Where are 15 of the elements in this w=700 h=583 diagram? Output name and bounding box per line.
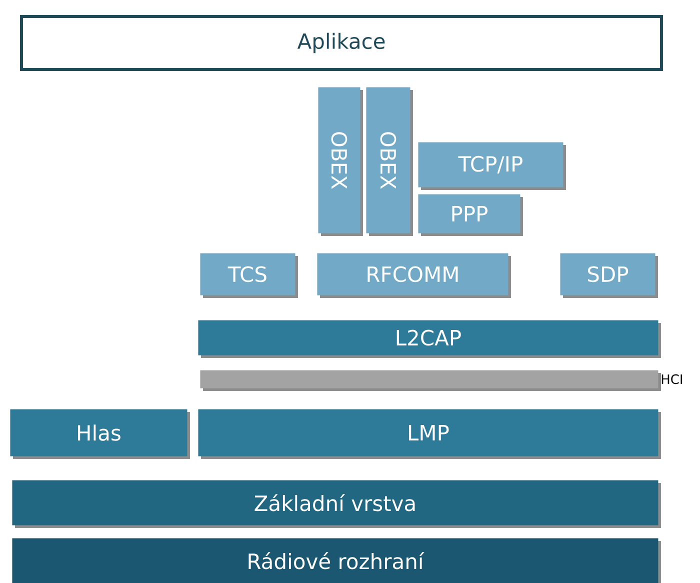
side-label: HCI	[662, 374, 682, 384]
protocol-box: RFCOMM	[317, 253, 511, 298]
protocol-box: PPP	[418, 194, 523, 236]
protocol-box: TCS	[200, 253, 298, 298]
protocol-box: SDP	[560, 253, 658, 298]
layer-bar: Rádiové rozhraní	[12, 538, 661, 583]
protocol-box: TCP/IP	[418, 142, 566, 190]
layer-bar: L2CAP	[198, 320, 661, 358]
layer-bar: Základní vrstva	[12, 480, 661, 528]
layer-bar: LMP	[198, 409, 661, 459]
application-box: Aplikace	[20, 14, 664, 71]
interface-bar	[200, 370, 661, 391]
protocol-box: OBEX	[318, 87, 363, 236]
protocol-box: OBEX	[366, 87, 413, 236]
layer-bar: Hlas	[10, 409, 190, 459]
